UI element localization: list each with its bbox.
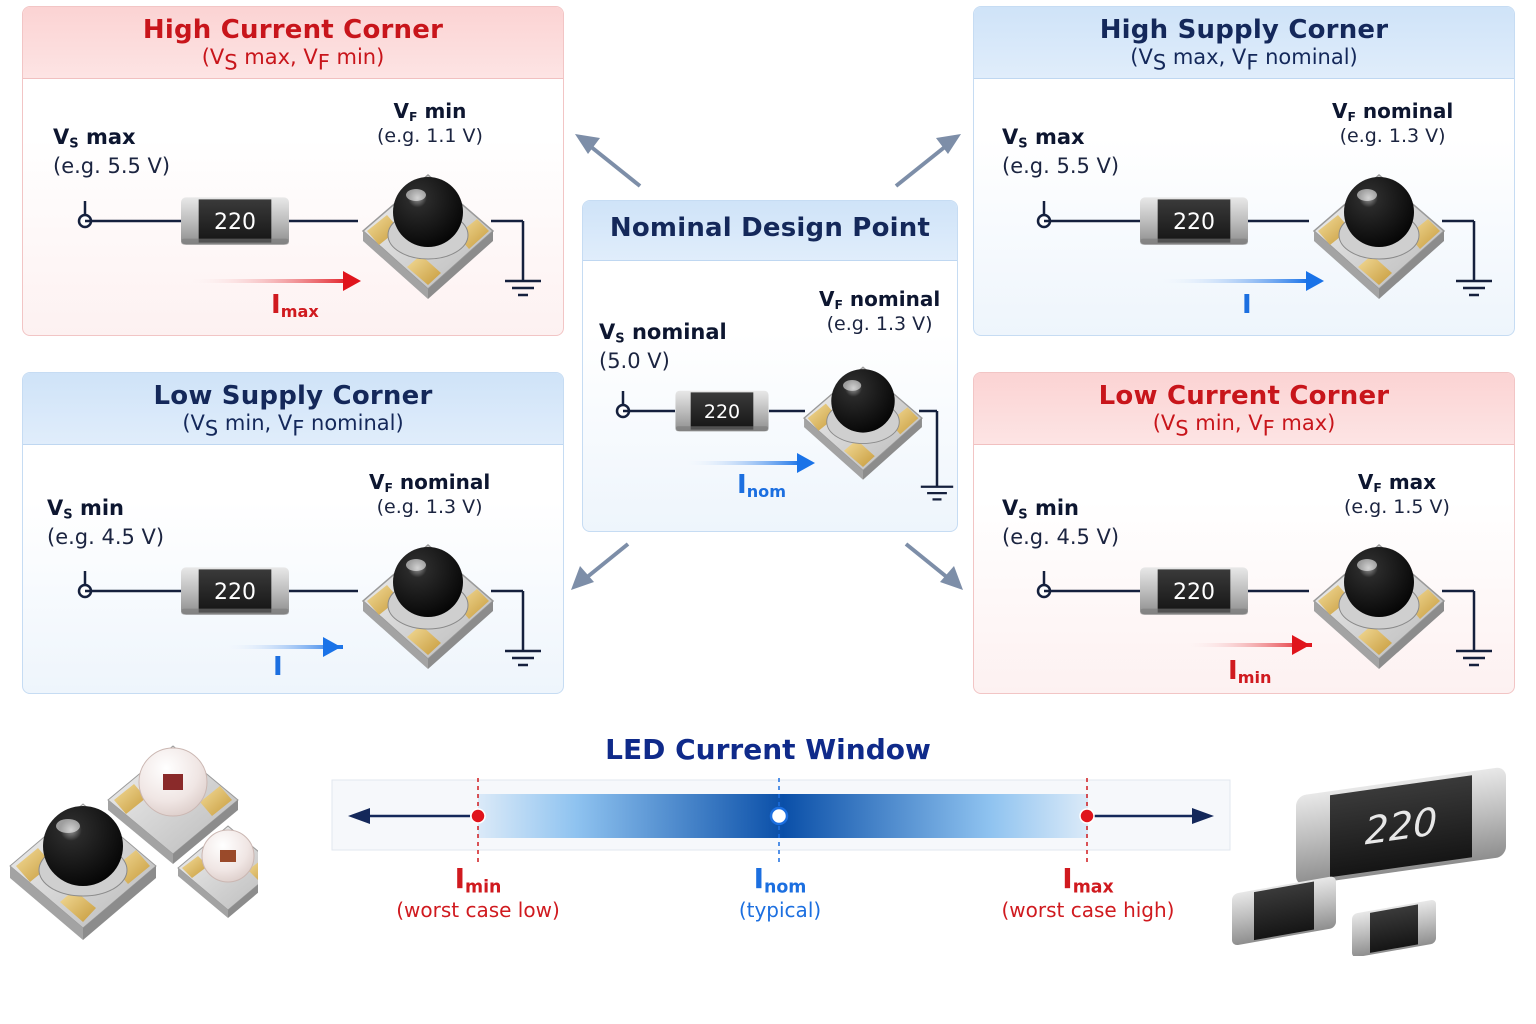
current-label: Imax xyxy=(271,290,319,322)
nom-current-mark: Inom (typical) xyxy=(738,862,822,923)
vf-label: VF nominal (e.g. 1.3 V) xyxy=(369,470,491,518)
vf-label: VF nominal (e.g. 1.3 V) xyxy=(819,287,941,335)
arrow-head xyxy=(571,566,594,590)
resistor-value: 220 xyxy=(214,580,256,605)
high-supply-corner-panel: High Supply Corner (VS max, VF nominal) … xyxy=(973,6,1515,336)
arrow-head xyxy=(936,134,961,154)
low-supply-corner-panel: Low Supply Corner (VS min, VF nominal) V… xyxy=(22,372,564,694)
nominal-design-point-panel: Nominal Design Point VS nominal (5.0 V) … xyxy=(582,200,958,532)
current-arrow xyxy=(183,279,353,283)
min-current-mark: Imin (worst case low) xyxy=(396,862,560,923)
led-components-illustration xyxy=(9,745,258,940)
panel-header: High Supply Corner (VS max, VF nominal) xyxy=(974,7,1514,79)
circuit: 220 xyxy=(615,366,955,501)
panel-header: Low Current Corner (VS min, VF max) xyxy=(974,373,1514,445)
arrow-head xyxy=(940,566,963,590)
low-current-corner-panel: Low Current Corner (VS min, VF max) VS m… xyxy=(973,372,1515,694)
arrow-to-high-supply xyxy=(894,144,948,188)
arrow-to-high-current xyxy=(588,144,642,188)
arrow-head xyxy=(575,134,600,154)
circuit: 220 xyxy=(1036,174,1494,300)
resistor-value: 220 xyxy=(1173,580,1215,605)
circuit: 220 xyxy=(77,174,543,300)
panel-subtitle: (VS min, VF nominal) xyxy=(182,411,404,441)
current-window-title: LED Current Window xyxy=(605,733,931,766)
vf-label: VF nominal (e.g. 1.3 V) xyxy=(1332,99,1454,147)
panel-title: High Supply Corner xyxy=(1099,15,1389,45)
max-current-mark: Imax (worst case high) xyxy=(1001,862,1175,923)
panel-title: Nominal Design Point xyxy=(609,213,931,243)
panel-title: High Current Corner xyxy=(142,15,444,45)
arrow-to-low-current xyxy=(904,542,950,580)
panel-subtitle: (VS max, VF min) xyxy=(201,45,385,75)
resistor-value: 220 xyxy=(1173,210,1215,235)
arrow-to-low-supply xyxy=(584,542,630,580)
right-arrow-icon xyxy=(1192,808,1214,824)
resistor-value: 220 xyxy=(704,401,740,423)
vs-label: VS min (e.g. 4.5 V) xyxy=(1002,496,1120,549)
panel-title: Low Current Corner xyxy=(1098,381,1390,411)
svg-text:220: 220 xyxy=(1365,800,1438,854)
panel-header: High Current Corner (VS max, VF min) xyxy=(23,7,563,79)
high-current-corner-panel: High Current Corner (VS max, VF min) VS … xyxy=(22,6,564,336)
circuit: 220 xyxy=(77,544,543,670)
current-arrow xyxy=(679,461,801,465)
panel-title: Low Supply Corner xyxy=(153,381,433,411)
current-arrow xyxy=(219,645,343,649)
current-label: Inom xyxy=(737,470,787,502)
vs-label: VS max (e.g. 5.5 V) xyxy=(1002,125,1120,178)
panel-subtitle: (VS min, VF max) xyxy=(1152,411,1336,441)
resistor-value: 220 xyxy=(214,210,256,235)
panel-subtitle: (VS max, VF nominal) xyxy=(1130,45,1358,75)
panel-header: Low Supply Corner (VS min, VF nominal) xyxy=(23,373,563,445)
left-arrow-icon xyxy=(348,808,370,824)
current-arrow xyxy=(1180,643,1312,647)
vf-label: VF min (e.g. 1.1 V) xyxy=(377,99,483,147)
panel-header: Nominal Design Point xyxy=(583,201,957,261)
min-marker xyxy=(470,808,486,824)
current-label: I xyxy=(273,652,283,682)
resistor-components-illustration: 220 xyxy=(1232,767,1506,956)
vs-label: VS min (e.g. 4.5 V) xyxy=(47,496,165,549)
vf-label: VF max (e.g. 1.5 V) xyxy=(1344,470,1450,518)
circuit: 220 xyxy=(1036,544,1494,670)
current-label: I xyxy=(1242,290,1252,320)
vs-label: VS nominal (5.0 V) xyxy=(599,320,727,373)
vs-label: VS max (e.g. 5.5 V) xyxy=(53,125,171,178)
max-marker xyxy=(1079,808,1095,824)
nom-marker xyxy=(769,806,789,826)
current-label: Imin xyxy=(1228,656,1272,688)
current-arrow xyxy=(1152,279,1308,283)
current-window-bar xyxy=(331,778,1231,862)
